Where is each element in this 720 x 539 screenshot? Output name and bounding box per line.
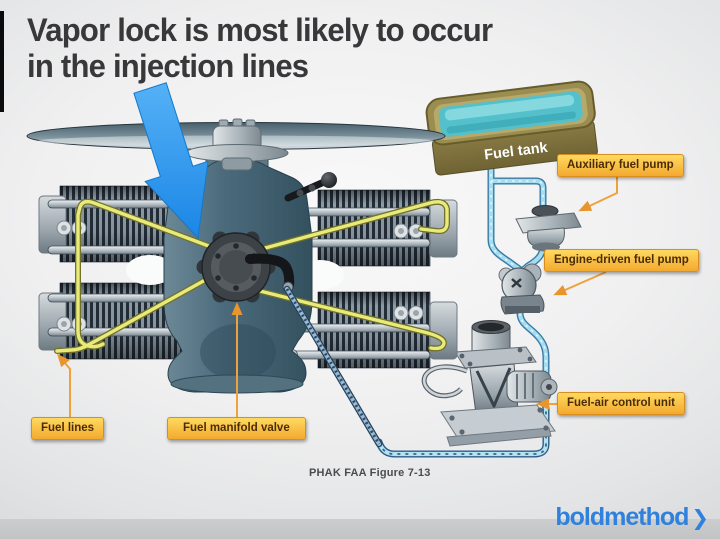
auxiliary-fuel-pump-graphic: [515, 205, 582, 252]
callout-fuel-air-control-unit: Fuel-air control unit: [557, 392, 685, 415]
title-line-1: Vapor lock is most likely to occur: [27, 12, 493, 48]
propeller: [26, 118, 446, 171]
vapor-lock-arrow: [133, 82, 209, 240]
leader-engine-driven-pump: [553, 271, 607, 296]
leader-fuel-lines: [57, 353, 71, 417]
figure-caption: PHAK FAA Figure 7-13: [309, 467, 431, 479]
fuel-manifold-valve-graphic: [196, 231, 295, 303]
title-line-2: in the injection lines: [27, 48, 309, 85]
brand-chevron-icon: ❯: [691, 507, 709, 530]
callout-fuel-manifold-valve: Fuel manifold valve: [167, 417, 306, 440]
brand-logo: boldmethod❯: [555, 503, 709, 532]
callout-leader-lines: [57, 177, 618, 417]
engine-driven-fuel-pump-graphic: [498, 263, 545, 315]
fuel-tank: Fuel tank: [425, 80, 598, 176]
callout-auxiliary-fuel-pump: Auxiliary fuel pump: [557, 154, 684, 177]
callout-fuel-lines: Fuel lines: [31, 417, 105, 440]
footer-band: [0, 519, 720, 539]
leader-auxiliary-pump: [578, 177, 618, 212]
fuel-tank-label: Fuel tank: [483, 140, 549, 164]
page-title: Vapor lock is most likely to occur in th…: [27, 12, 493, 85]
callout-engine-driven-fuel-pump: Engine-driven fuel pump: [544, 249, 699, 272]
scan-edge-artifact: [0, 11, 4, 112]
fuel-lines-yellow: [54, 198, 450, 354]
valve-outlet-elbow: [245, 253, 295, 291]
control-lever: [284, 172, 337, 202]
brand-name: boldmethod: [555, 503, 689, 531]
braided-fuel-hose: [283, 285, 383, 448]
